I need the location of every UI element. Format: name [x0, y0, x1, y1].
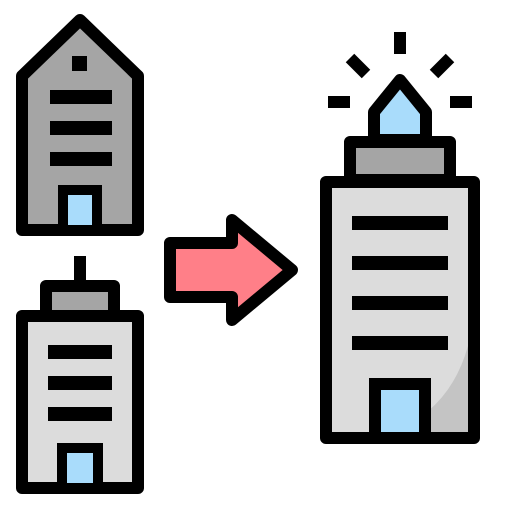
arrow-shape — [164, 214, 298, 326]
skyscraper-icon — [320, 32, 480, 444]
house-floor-lines — [50, 90, 112, 166]
skyscraper-floor-lines — [352, 216, 448, 350]
shine-rays — [328, 32, 472, 108]
skyscraper-shadow — [392, 346, 468, 432]
skyscraper-spire — [368, 74, 432, 146]
skyscraper-cap — [344, 136, 456, 186]
skyscraper-door — [369, 378, 431, 444]
house-door — [58, 185, 102, 235]
office-tower-icon — [16, 256, 144, 494]
house-attic-window — [72, 56, 87, 71]
tower-floor-lines — [48, 345, 112, 421]
arrow-icon — [164, 214, 298, 326]
house-building-icon — [16, 14, 144, 236]
tower-door — [57, 443, 103, 493]
